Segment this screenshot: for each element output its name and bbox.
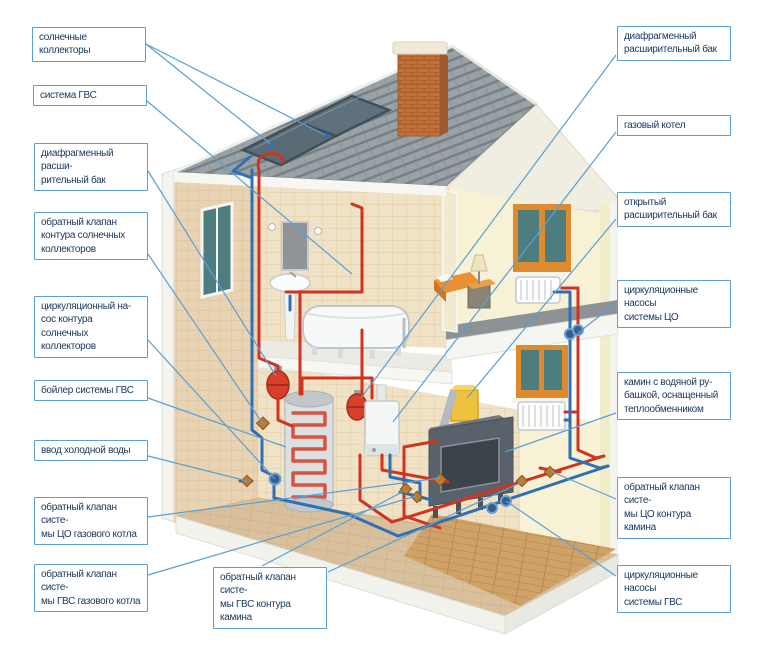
wall-lamp xyxy=(314,227,322,235)
label-check-valve-solar-circuit: обратный клапан контура солнечных коллек… xyxy=(34,212,148,261)
label-fireplace-water-jacket: камин с водяной ру- башкой, оснащенный т… xyxy=(617,372,731,421)
wood-floor xyxy=(404,514,616,606)
label-dhw-system: система ГВС xyxy=(33,85,147,107)
label-open-expansion-tank: открытый расширительный бак xyxy=(617,192,731,227)
chimney xyxy=(392,41,448,137)
gas-boiler-unit xyxy=(364,384,400,456)
left-wall-window xyxy=(200,201,234,299)
right-cut-wall-edge xyxy=(600,201,618,565)
table-lamp xyxy=(470,254,488,284)
living-radiator xyxy=(517,401,566,431)
label-circulation-pump-solar-circuit: циркуляционный на- сос контура солнечных… xyxy=(34,296,148,358)
wall-lamp xyxy=(268,223,276,231)
mirror xyxy=(281,221,309,271)
bedroom-window xyxy=(509,204,575,278)
label-circulation-pumps-ch: циркуляционные насосы системы ЦО xyxy=(617,280,731,329)
label-circulation-pumps-dhw: циркуляционные насосы системы ГВС xyxy=(617,565,731,614)
bedroom xyxy=(434,204,575,309)
label-dhw-boiler: бойлер системы ГВС xyxy=(34,380,148,402)
label-check-valve-ch-fireplace: обратный клапан систе- мы ЦО контура кам… xyxy=(617,477,731,539)
label-gas-boiler: газовый котел xyxy=(617,115,731,137)
ground-floor xyxy=(174,497,620,635)
label-diaphragm-expansion-tank-left: диафрагменный расши- рительный бак xyxy=(34,143,148,192)
dhw-storage-tank xyxy=(284,390,334,513)
living-room xyxy=(512,345,572,431)
label-cold-water-inlet: ввод холодной воды xyxy=(34,440,148,462)
bathtub xyxy=(302,305,410,359)
living-window xyxy=(512,345,572,403)
label-check-valve-ch-gas-boiler: обратный клапан систе- мы ЦО газового ко… xyxy=(34,497,148,546)
label-check-valve-dhw-fireplace: обратный клапан систе- мы ГВС контура ка… xyxy=(213,567,327,629)
left-exterior-wall xyxy=(161,147,259,553)
bedroom-radiator xyxy=(515,276,561,304)
expansion-vessel-gas xyxy=(346,390,368,421)
label-solar-collectors: солнечные коллекторы xyxy=(32,27,146,62)
label-check-valve-dhw-gas-boiler: обратный клапан систе- мы ГВС газового к… xyxy=(34,564,148,613)
label-diaphragm-expansion-tank-right: диафрагменный расширительный бак xyxy=(617,26,731,61)
pipes-hot xyxy=(256,152,606,530)
fireplace xyxy=(428,390,514,518)
